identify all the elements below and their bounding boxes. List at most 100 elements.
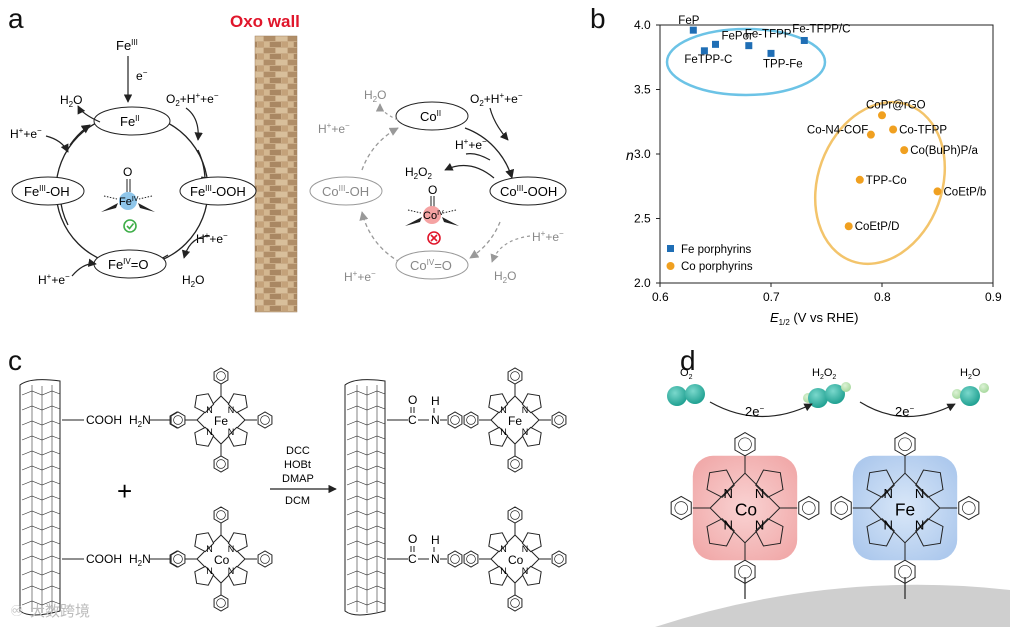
co-oxo-o: O bbox=[428, 183, 437, 197]
h-e-left-label: H++e− bbox=[10, 126, 42, 141]
svg-text:N: N bbox=[228, 427, 235, 437]
metal-center: Co bbox=[735, 499, 757, 519]
svg-text:N: N bbox=[522, 405, 529, 415]
o2-molecule-icon bbox=[667, 386, 687, 406]
data-point-co bbox=[900, 146, 909, 155]
data-point-fe bbox=[767, 49, 775, 57]
legend-marker bbox=[667, 245, 674, 252]
o2-h-e-label: O2+H++e− bbox=[166, 91, 219, 108]
reagent-1: DCC bbox=[286, 445, 310, 457]
svg-text:N: N bbox=[915, 517, 924, 532]
legend-marker bbox=[666, 262, 675, 270]
solvent: DCM bbox=[285, 495, 310, 507]
o2-label: O2 bbox=[680, 367, 693, 381]
y-tick-label: 3.5 bbox=[634, 83, 651, 97]
carbon-nanotube-left bbox=[19, 379, 61, 616]
cooh-top: COOH bbox=[86, 413, 122, 427]
data-point-label: CoPr@rGO bbox=[866, 99, 926, 111]
watermark: 大数跨境 bbox=[30, 602, 90, 620]
x-tick-label: 0.9 bbox=[985, 290, 1002, 304]
svg-text:N: N bbox=[500, 544, 507, 554]
co-h2o2-label: H2O2 bbox=[405, 165, 432, 181]
co-h-e-mid: H++e− bbox=[455, 137, 487, 152]
svg-text:H: H bbox=[431, 533, 440, 547]
svg-text:C: C bbox=[408, 552, 417, 566]
co-center-highlight bbox=[423, 206, 441, 224]
data-point-co bbox=[866, 130, 875, 139]
check-icon bbox=[123, 219, 137, 233]
data-point-label: FePor bbox=[722, 30, 753, 42]
two-electron-step-1: 2e− bbox=[745, 404, 764, 419]
x-tick-label: 0.8 bbox=[874, 290, 891, 304]
amine-bottom: H2N bbox=[129, 552, 151, 568]
svg-text:N: N bbox=[522, 566, 529, 576]
svg-text:N: N bbox=[228, 405, 235, 415]
fe4-o-label: FeIV=O bbox=[108, 257, 148, 272]
data-point-fe bbox=[700, 47, 708, 55]
co-h-e-bottom: H++e− bbox=[344, 269, 376, 284]
svg-text:H: H bbox=[431, 394, 440, 408]
svg-text:N: N bbox=[228, 566, 235, 576]
metal-center: Fe bbox=[895, 499, 915, 519]
svg-text:N: N bbox=[206, 405, 213, 415]
svg-text:O: O bbox=[408, 393, 417, 407]
h-e-right-label: H++e− bbox=[196, 231, 228, 246]
metal-center: Co bbox=[508, 553, 524, 567]
data-point-co bbox=[855, 175, 864, 184]
data-point-label: TPP-Co bbox=[866, 175, 907, 187]
panel-label-b: b bbox=[590, 3, 606, 34]
reagent-list: DCC HOBt DMAP DCM bbox=[270, 445, 337, 507]
svg-text:N: N bbox=[915, 486, 924, 501]
fe2-label: FeII bbox=[120, 114, 140, 129]
svg-text:N: N bbox=[500, 427, 507, 437]
fe-center-highlight bbox=[119, 192, 137, 210]
fe3-top-label: FeIII bbox=[116, 38, 138, 53]
watermark-logo-icon: ♾ bbox=[10, 603, 23, 620]
svg-text:O: O bbox=[408, 532, 417, 546]
svg-text:N: N bbox=[206, 544, 213, 554]
data-point-co bbox=[878, 111, 886, 120]
y-tick-label: 2.0 bbox=[634, 276, 651, 290]
oxo-wall bbox=[254, 35, 298, 313]
data-point-label: Co-TFPP bbox=[899, 124, 947, 136]
co3-ooh-label: CoIII-OOH bbox=[500, 184, 557, 199]
fe-group-ellipse bbox=[665, 27, 827, 97]
x-tick-label: 0.7 bbox=[763, 290, 780, 304]
amide-bottom: C O H N bbox=[387, 532, 440, 566]
h2o-top-label: H2O bbox=[60, 93, 82, 109]
reagent-3: DMAP bbox=[282, 473, 314, 485]
support-surface bbox=[655, 584, 1010, 627]
svg-text:N: N bbox=[431, 413, 440, 427]
data-point-fe bbox=[800, 36, 808, 44]
h2o2-label: H2O2 bbox=[812, 367, 836, 381]
co-o2-h-e-label: O2+H++e− bbox=[470, 91, 523, 108]
svg-text:N: N bbox=[884, 517, 893, 532]
amide-top: C O H N bbox=[387, 393, 440, 427]
data-point-label: Fe-TFPP bbox=[745, 29, 792, 41]
svg-text:N: N bbox=[755, 486, 764, 501]
data-point-fe bbox=[745, 42, 753, 50]
co-h2o-label: H2O bbox=[364, 88, 386, 104]
co-h-e-right: H++e− bbox=[532, 229, 564, 244]
svg-text:N: N bbox=[206, 427, 213, 437]
svg-text:N: N bbox=[206, 566, 213, 576]
metal-center: Co bbox=[214, 553, 230, 567]
plus-sign: + bbox=[117, 476, 132, 506]
svg-text:N: N bbox=[500, 405, 507, 415]
data-point-label: FeTPP-C bbox=[684, 54, 732, 66]
fe4-center-label: FeIV bbox=[119, 196, 139, 208]
h-e-bottom-label: H++e− bbox=[38, 272, 70, 287]
two-electron-step-2: 2e− bbox=[895, 404, 914, 419]
metal-center: Fe bbox=[508, 414, 522, 428]
co2-label: CoII bbox=[420, 109, 441, 124]
panel-label-c: c bbox=[8, 345, 22, 376]
data-point-label: Co-N4-COF bbox=[807, 125, 868, 137]
svg-text:N: N bbox=[724, 517, 733, 532]
svg-text:N: N bbox=[522, 544, 529, 554]
